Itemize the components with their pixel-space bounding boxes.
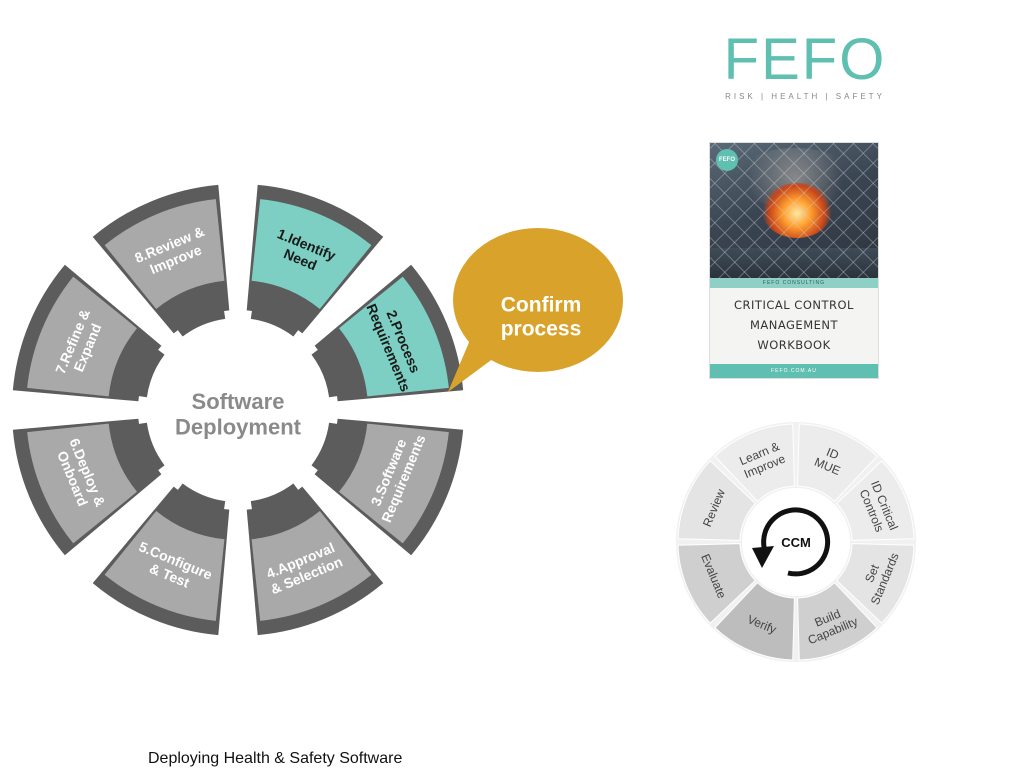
segment-face [104,199,225,309]
cycle-arrowhead-icon [752,546,774,568]
segment-face [339,276,449,397]
callout-bubble [453,228,623,372]
workbook-title-line: CRITICAL CONTROL [734,298,854,312]
ccm-segment: BuildCapability [797,581,878,661]
workbook-cover-photo: FEFO [710,143,878,278]
ccm-segment: Review [677,460,757,541]
callout-label-line: Confirm [501,293,582,316]
segment-inner [311,334,363,398]
fefo-logo: FEFO RISK | HEALTH | SAFETY [720,27,890,102]
ccm-center [742,488,850,596]
segment-6: 6.Deploy &Onboard [12,418,165,556]
wheel-center-label-line: Software [192,389,285,414]
ccm-segment: Learn &Improve [714,423,795,503]
ccm-center-label: CCM [781,535,811,550]
fefo-logo-word: FEFO [723,27,887,92]
workbook-cover: FEFO FEFO CONSULTING CRITICAL CONTROL MA… [710,143,878,378]
ccm-segment-label-line: ID [824,445,841,463]
ccm-segment-label-line: Set [862,562,882,585]
wheel-center-label-line: Deployment [175,414,302,439]
segment-4: 4.Approval& Selection [246,483,384,636]
ccm-segment: IDMUE [797,423,878,503]
workbook-title-line: MANAGEMENT [749,318,839,332]
segment-face [27,276,137,397]
ccm-segment-face [677,543,757,624]
page-caption: Deploying Health & Safety Software [148,750,403,767]
ccm-segment: Evaluate [677,543,757,624]
ccm-segment-face [677,460,757,541]
ccm-segment-face [835,543,915,624]
segment-1: 1.IdentifyNeed [246,184,384,337]
segment-inner [162,483,226,535]
ccm-segment-face [714,423,795,503]
segment-face [251,199,372,309]
segment-8: 8.Review &Improve [92,184,230,337]
segment-5: 5.Configure& Test [92,483,230,636]
segment-inner [113,422,165,486]
segment-7: 7.Refine &Expand [12,264,165,402]
segment-2: 2.ProcessRequirements [311,264,464,402]
segment-face [104,511,225,621]
segment-inner [250,285,314,337]
workbook-title: CRITICAL CONTROL MANAGEMENT WORKBOOK [710,295,878,355]
workbook-badge: FEFO [716,149,738,171]
callout-label-line: process [501,317,582,340]
workbook-band: FEFO CONSULTING [710,278,878,288]
ccm-segment-face [835,460,915,541]
segment-face [251,511,372,621]
ccm-segment-face [797,581,878,661]
ccm-segment: Verify [714,581,795,661]
segment-inner [162,285,226,337]
cycle-arrow-icon [761,507,831,577]
segment-inner [113,334,165,398]
segment-3: 3.SoftwareRequirements [311,418,464,556]
fefo-logo-tagline: RISK | HEALTH | SAFETY [725,92,885,101]
workbook-footer: FEFO.COM.AU [710,364,878,378]
segment-face [27,423,137,544]
ccm-segment: SetStandards [835,543,915,624]
segment-inner [311,422,363,486]
ccm-segment-face [797,423,878,503]
ccm-segment-face [714,581,795,661]
segment-inner [250,483,314,535]
workbook-title-line: WORKBOOK [757,338,831,352]
segment-face [339,423,449,544]
ccm-segment: ID CriticalControls [835,460,915,541]
